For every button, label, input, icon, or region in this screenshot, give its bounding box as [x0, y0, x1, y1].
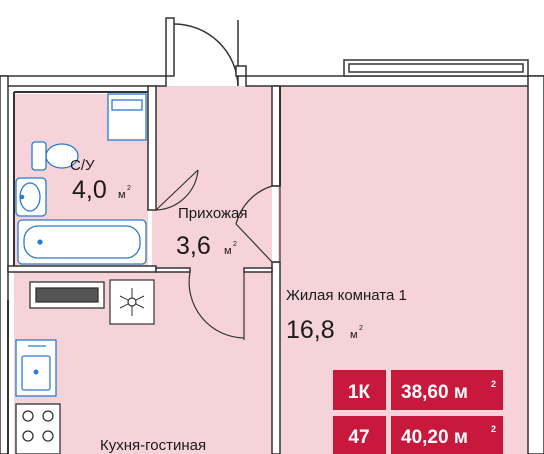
badge-total-area: 38,60 м: [401, 382, 468, 403]
badge-total-area-sup: 2: [491, 379, 496, 389]
wall-hall-bottom: [155, 267, 191, 273]
bathroom-fixtures: [15, 93, 147, 265]
hallway-unit: м: [224, 245, 232, 257]
living-room-unit: м: [350, 329, 358, 341]
kitchen-sink-icon: [15, 339, 57, 397]
living-room-unit-sup: 2: [359, 325, 363, 332]
bathroom-unit-sup: 2: [127, 185, 131, 192]
badge-gross-area-sup: 2: [491, 424, 496, 434]
outer-wall-right: [527, 75, 544, 454]
bathroom-area: 4,0: [72, 176, 107, 204]
outer-wall-left: [0, 75, 9, 454]
kitchen-label: Кухня-гостиная: [100, 437, 206, 454]
wall-hall-bottom-right: [243, 267, 273, 273]
ventilation-icon: [109, 279, 155, 325]
badge-number-bg: [333, 416, 386, 454]
hallway-area: 3,6: [176, 232, 211, 260]
hallway-unit-sup: 2: [233, 241, 237, 248]
hall-to-kitchen-floor: [152, 268, 272, 298]
outer-wall-top-right: [245, 75, 544, 87]
wall-edges: [7, 86, 281, 454]
badge-type-bg: [333, 370, 386, 410]
balcony: [343, 59, 529, 77]
wall-hall-living-lower: [271, 261, 281, 454]
kitchen-fixtures: [15, 279, 155, 454]
walls: [0, 75, 544, 454]
kitchen-door: [188, 271, 245, 340]
room-labels: С/У 4,0 м 2 Прихожая 3,6 м 2 Жилая комна…: [70, 157, 407, 454]
toilet-icon: [31, 141, 79, 171]
badge-type: 1К: [348, 382, 371, 403]
bathtub-icon: [17, 219, 147, 265]
living-room-door: [235, 185, 281, 263]
badge-number: 47: [348, 427, 369, 448]
living-room-label: Жилая комната 1: [286, 287, 407, 304]
wall-hall-living: [271, 85, 281, 187]
shelf-icon: [29, 281, 105, 309]
stove-icon: [15, 403, 61, 454]
living-room-area: 16,8: [286, 316, 335, 344]
bathroom-door: [155, 169, 199, 211]
badge-gross-bg: [391, 416, 503, 454]
entrance-door: [165, 17, 247, 87]
apartment-badges: 1К 38,60 м 2 47 40,20 м 2: [333, 370, 503, 454]
badge-total-bg: [391, 370, 503, 410]
bathroom-unit: м: [118, 189, 126, 201]
hallway-label: Прихожая: [178, 205, 248, 222]
sink-icon: [15, 177, 47, 217]
wall-bath-kitchen: [7, 265, 157, 273]
bathroom-label: С/У: [70, 157, 95, 174]
wall-bath-hall: [147, 85, 157, 211]
outer-wall-top-left: [0, 75, 167, 87]
hallway-floor: [152, 86, 272, 272]
badge-gross-area: 40,20 м: [401, 427, 468, 448]
